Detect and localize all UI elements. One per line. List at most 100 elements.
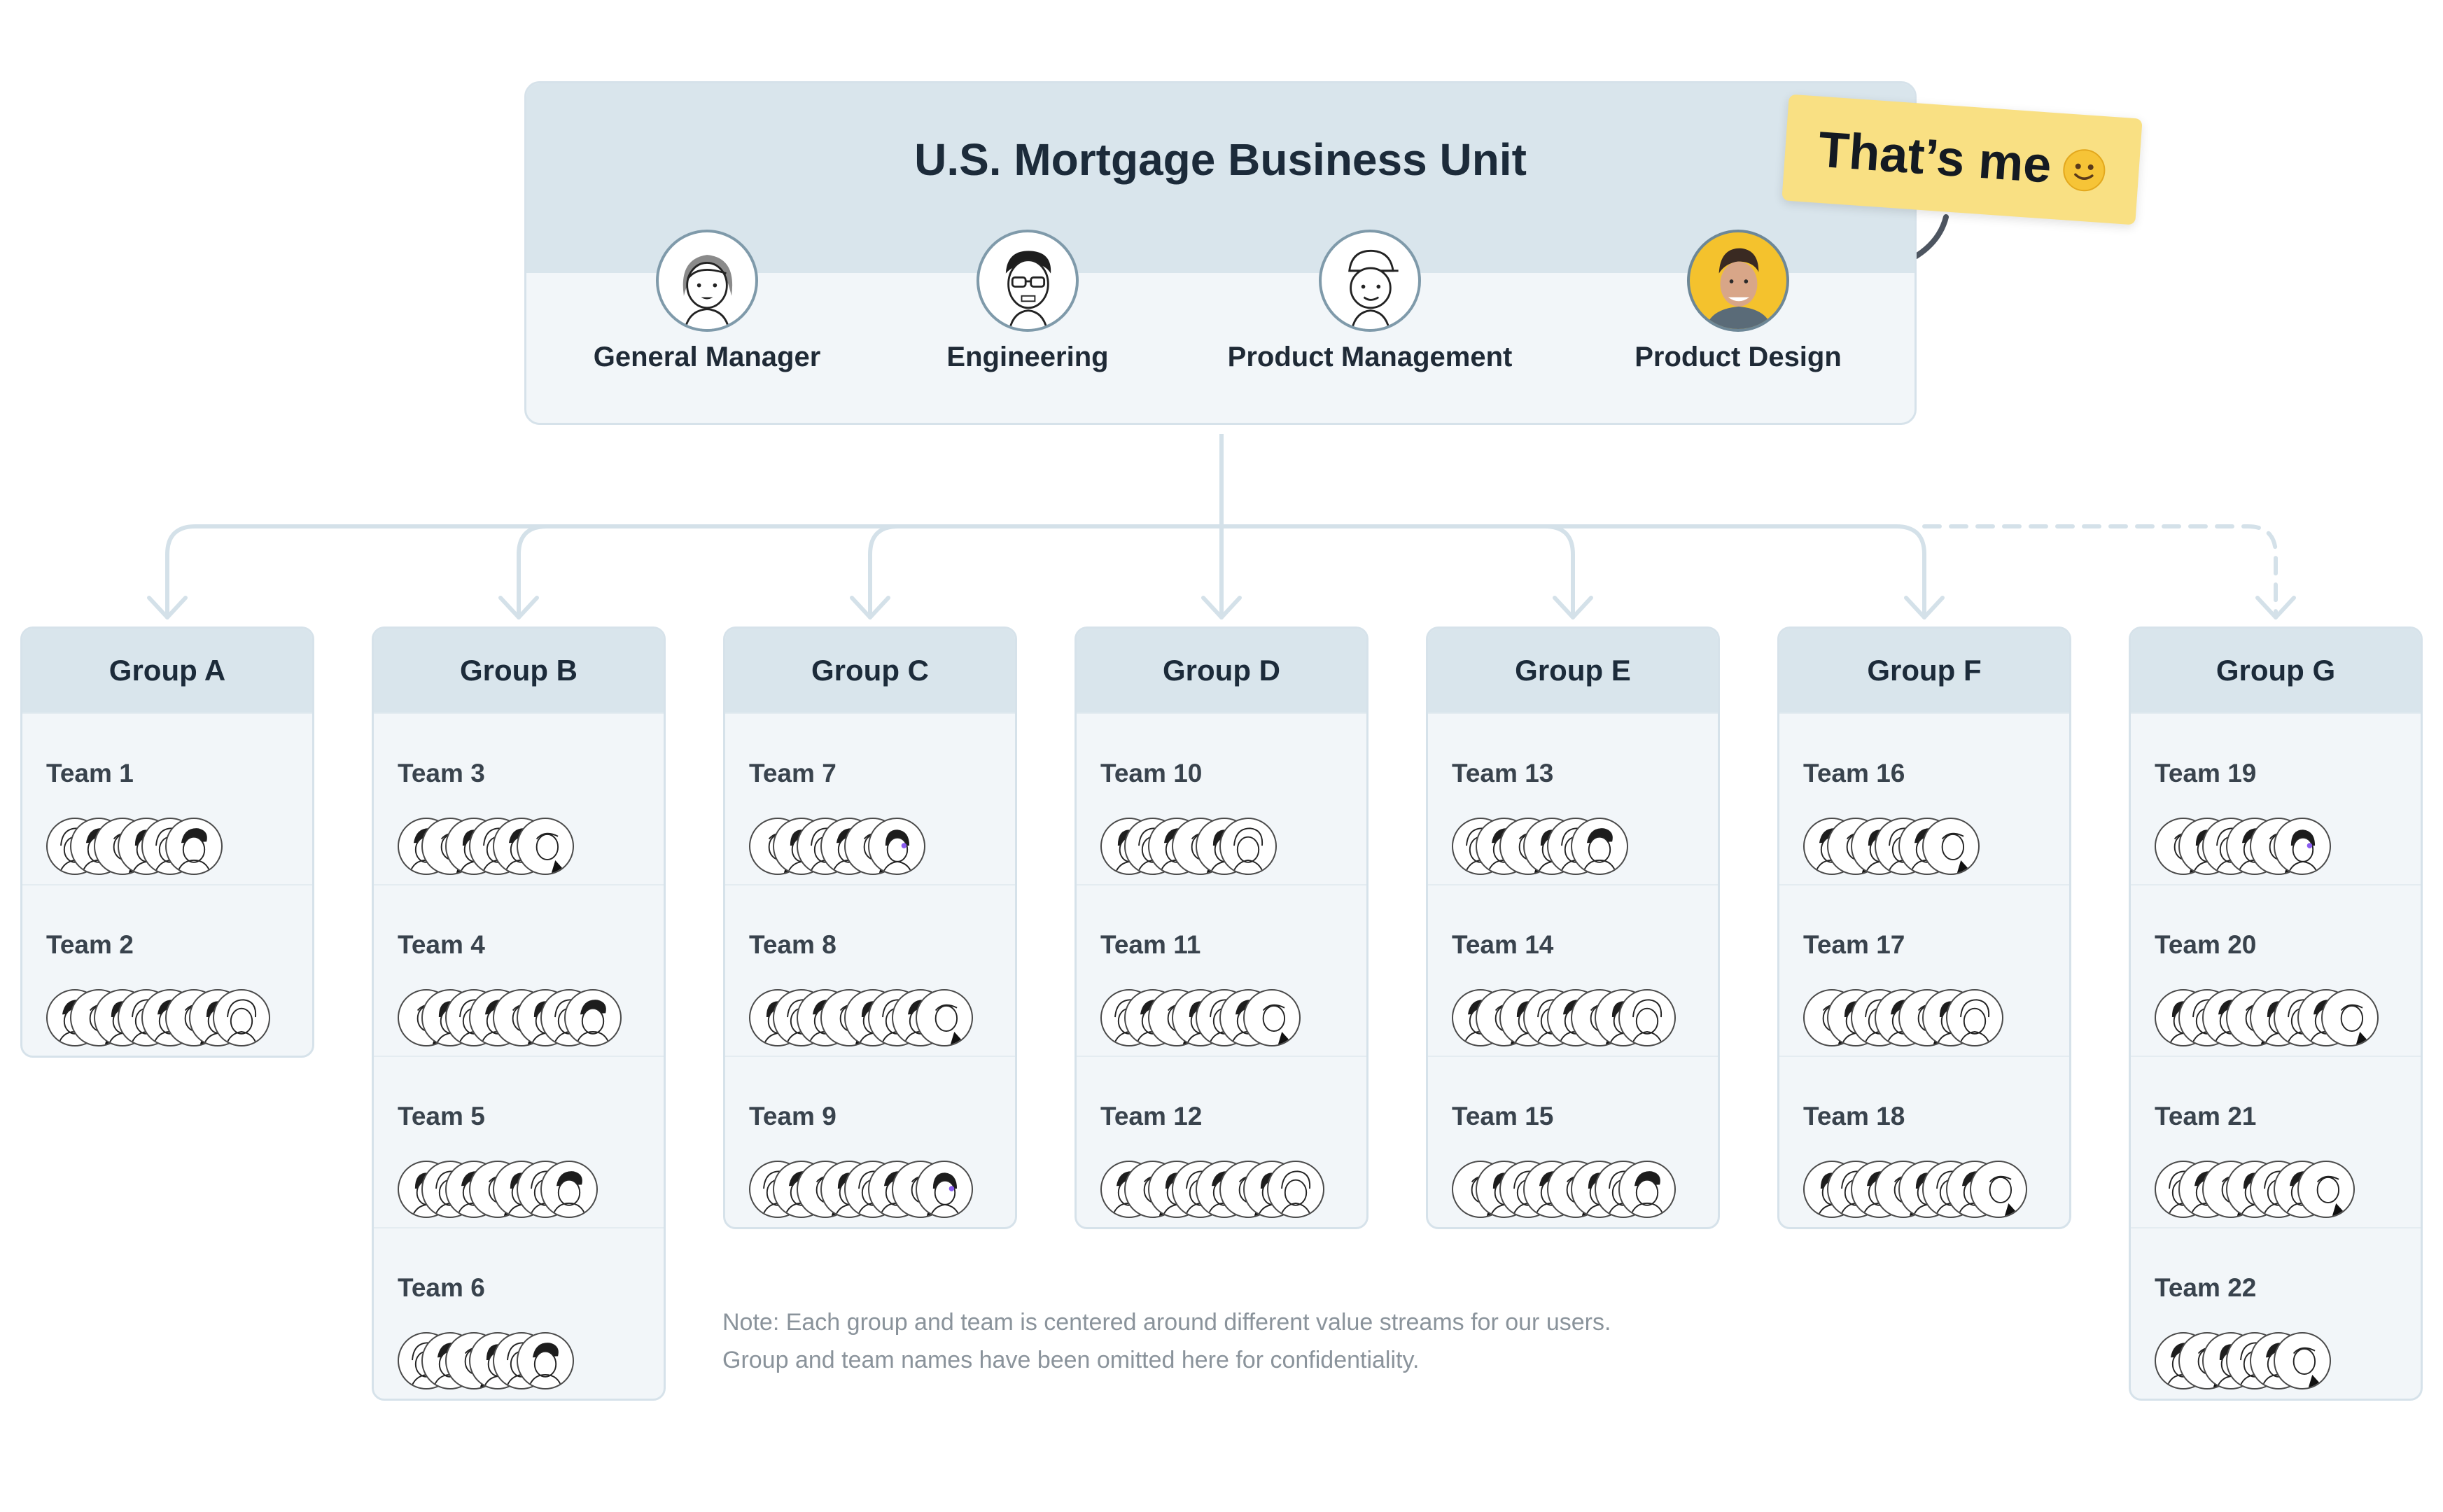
team-member-avatar: [1618, 989, 1676, 1046]
team-member-avatar: [1219, 818, 1277, 875]
group-title: Group C: [725, 629, 1015, 713]
team-row: Team 12: [1077, 1056, 1366, 1227]
man-glasses-avatar-icon: [976, 230, 1079, 332]
connector-line: [517, 524, 1224, 620]
team-row: Team 8: [725, 884, 1015, 1056]
team-row: Team 11: [1077, 884, 1366, 1056]
team-row: Team 14: [1428, 884, 1718, 1056]
team-row: Team 18: [1779, 1056, 2069, 1227]
group-card-d: Group D Team 10 Team 11 Team 12: [1074, 626, 1368, 1229]
group-title: Group G: [2131, 629, 2421, 713]
confidentiality-note: Note: Each group and team is centered ar…: [722, 1303, 1702, 1379]
team-member-avatar: [1922, 818, 1980, 875]
connector-line: [1219, 524, 1575, 620]
connector-line: [1922, 524, 2278, 620]
connector-line: [868, 524, 1224, 620]
team-label: Team 4: [398, 930, 485, 959]
team-row: Team 2: [22, 884, 312, 1056]
team-row: Team 1: [22, 713, 312, 884]
team-row: Team 22: [2131, 1227, 2421, 1399]
team-member-avatar: [2274, 1332, 2331, 1390]
team-member-avatar: [540, 1161, 598, 1218]
team-label: Team 10: [1100, 759, 1203, 788]
team-label: Team 17: [1803, 930, 1905, 959]
team-member-avatar: [517, 1332, 574, 1390]
team-label: Team 7: [749, 759, 836, 788]
team-label: Team 2: [46, 930, 134, 959]
team-label: Team 22: [2155, 1273, 2257, 1302]
woman-avatar-icon: [656, 230, 758, 332]
group-title: Group B: [374, 629, 664, 713]
role-product-management: Product Management: [1202, 230, 1538, 373]
team-label: Team 8: [749, 930, 836, 959]
business-unit-card: U.S. Mortgage Business Unit General Mana…: [524, 81, 1917, 425]
connector-line: [165, 524, 1224, 620]
team-label: Team 14: [1452, 930, 1554, 959]
role-label: Product Design: [1634, 342, 1842, 372]
arrow-head-icon: [1201, 596, 1242, 620]
team-row: Team 6: [374, 1227, 664, 1399]
connector-line: [1219, 524, 1926, 620]
team-member-avatar: [1618, 1161, 1676, 1218]
arrow-head-icon: [147, 596, 188, 620]
group-card-a: Group A Team 1 Team 2: [20, 626, 314, 1058]
team-member-avatar: [213, 989, 270, 1046]
team-row: Team 5: [374, 1056, 664, 1227]
team-member-avatar: [1267, 1161, 1324, 1218]
team-row: Team 19: [2131, 713, 2421, 884]
arrow-head-icon: [1553, 596, 1593, 620]
team-row: Team 17: [1779, 884, 2069, 1056]
role-engineering: Engineering: [860, 230, 1196, 373]
role-label: Product Management: [1227, 342, 1513, 372]
group-card-f: Group F Team 16 Team 17 Team 18: [1777, 626, 2071, 1229]
note-line: Group and team names have been omitted h…: [722, 1347, 1420, 1373]
team-label: Team 3: [398, 759, 485, 788]
team-row: Team 21: [2131, 1056, 2421, 1227]
team-label: Team 13: [1452, 759, 1554, 788]
team-member-avatar: [1946, 989, 2003, 1046]
team-member-avatar: [1571, 818, 1628, 875]
team-member-avatar: [1243, 989, 1301, 1046]
team-label: Team 20: [2155, 930, 2257, 959]
team-label: Team 16: [1803, 759, 1905, 788]
group-card-e: Group E Team 13 Team 14 Team 15: [1426, 626, 1720, 1229]
team-member-avatar: [564, 989, 622, 1046]
team-row: Team 9: [725, 1056, 1015, 1227]
group-title: Group A: [22, 629, 312, 713]
team-member-avatar: [868, 818, 925, 875]
team-label: Team 12: [1100, 1102, 1203, 1130]
arrow-head-icon: [498, 596, 539, 620]
group-title: Group F: [1779, 629, 2069, 713]
team-row: Team 10: [1077, 713, 1366, 884]
team-label: Team 19: [2155, 759, 2257, 788]
team-member-avatar: [2297, 1161, 2355, 1218]
group-title: Group D: [1077, 629, 1366, 713]
team-member-avatar: [2321, 989, 2379, 1046]
team-label: Team 11: [1100, 930, 1201, 959]
team-label: Team 21: [2155, 1102, 2257, 1130]
role-general-manager: General Manager: [539, 230, 875, 373]
smiley-emoji-icon: [2061, 145, 2107, 192]
group-card-b: Group B Team 3 Team 4 Team 5 Team 6: [372, 626, 666, 1401]
group-title: Group E: [1428, 629, 1718, 713]
role-product-design: Product Design: [1570, 230, 1906, 373]
team-row: Team 16: [1779, 713, 2069, 884]
team-label: Team 6: [398, 1273, 485, 1302]
team-row: Team 3: [374, 713, 664, 884]
team-member-avatar: [1970, 1161, 2027, 1218]
group-card-g: Group G Team 19 Team 20 Team 21 Team 22: [2129, 626, 2423, 1401]
team-row: Team 20: [2131, 884, 2421, 1056]
team-label: Team 15: [1452, 1102, 1554, 1130]
sticker-text: That’s me: [1816, 121, 2054, 194]
team-label: Team 9: [749, 1102, 836, 1130]
team-member-avatar: [2274, 818, 2331, 875]
role-label: General Manager: [593, 342, 821, 372]
group-card-c: Group C Team 7 Team 8 Team 9: [723, 626, 1017, 1229]
team-row: Team 7: [725, 713, 1015, 884]
team-label: Team 1: [46, 759, 134, 788]
team-member-avatar: [165, 818, 223, 875]
photo-avatar-icon: [1687, 230, 1789, 332]
arrow-head-icon: [850, 596, 890, 620]
thats-me-sticker: That’s me: [1782, 94, 2143, 225]
